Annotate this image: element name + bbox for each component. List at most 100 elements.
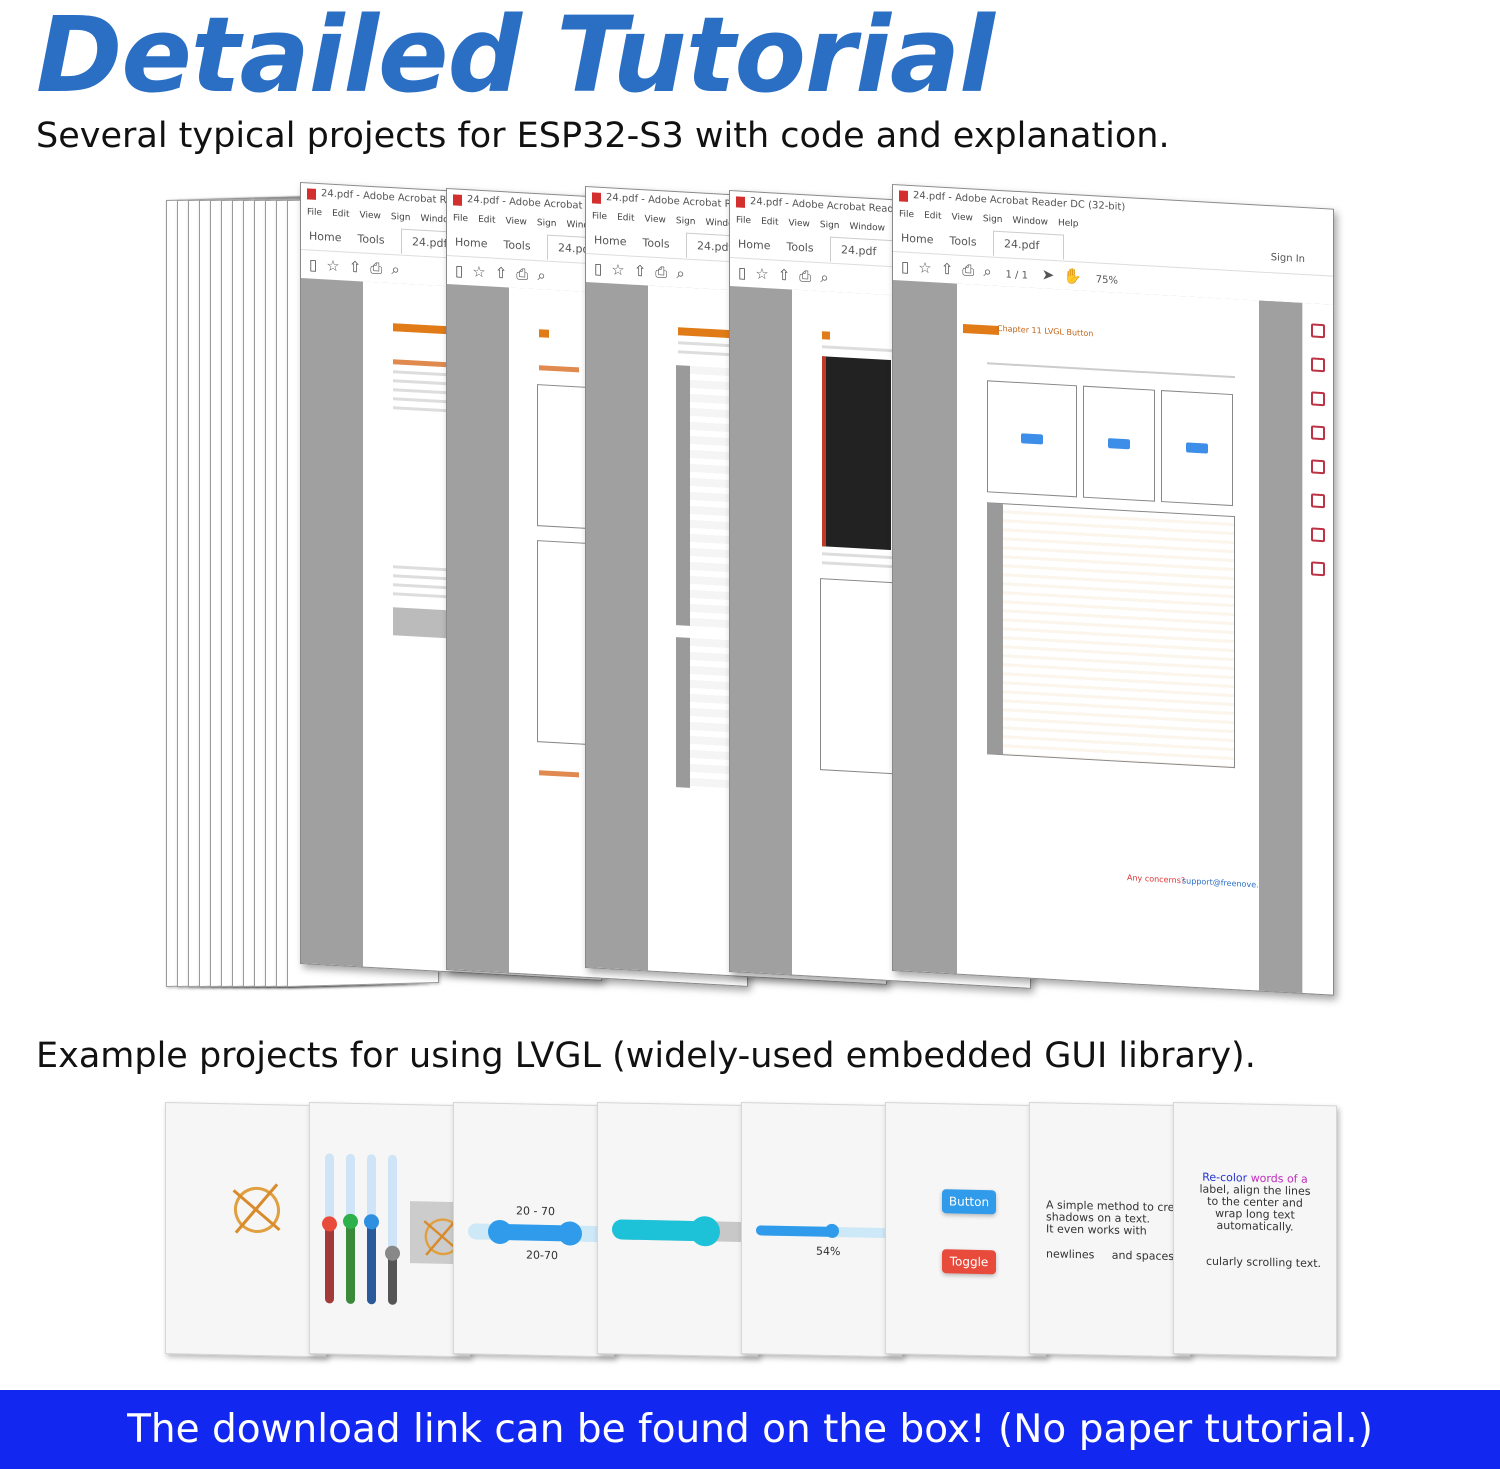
tab-home[interactable]: Home	[594, 233, 627, 249]
cursor-icon[interactable]: ➤	[1041, 265, 1055, 285]
search-icon[interactable]: ⌕	[983, 262, 992, 281]
lvgl-card-thick-slider	[597, 1102, 759, 1358]
range-knob-left[interactable]	[488, 1219, 512, 1245]
protect-icon[interactable]	[1311, 493, 1325, 509]
concerns-note: Any concerns?	[1127, 873, 1186, 886]
tab-home[interactable]: Home	[455, 235, 488, 251]
menu-sign[interactable]: Sign	[675, 216, 696, 228]
star-icon[interactable]: ☆	[611, 260, 625, 280]
organize-icon[interactable]	[1311, 459, 1325, 475]
star-icon[interactable]: ☆	[755, 264, 769, 284]
menu-view[interactable]: View	[505, 216, 527, 228]
lvgl-card-recolor-text: Re-color words of a label, align the lin…	[1173, 1102, 1337, 1358]
fill-sign-icon[interactable]	[1311, 527, 1325, 543]
hand-icon[interactable]: ✋	[1063, 266, 1082, 286]
menu-window[interactable]: Window	[1012, 215, 1049, 228]
star-icon[interactable]: ☆	[918, 258, 932, 278]
upload-icon[interactable]: ⇧	[494, 263, 508, 283]
zoom-level[interactable]: 75%	[1095, 274, 1119, 287]
vertical-slider-gray[interactable]	[385, 1154, 400, 1305]
upload-icon[interactable]: ⇧	[777, 265, 791, 285]
menu-edit[interactable]: Edit	[332, 208, 350, 220]
save-icon[interactable]: ▯	[901, 257, 910, 276]
zoom-icon[interactable]	[1311, 323, 1325, 339]
menu-sign[interactable]: Sign	[536, 218, 557, 230]
menu-edit[interactable]: Edit	[761, 216, 779, 228]
menu-file[interactable]: File	[453, 213, 469, 225]
print-icon[interactable]: ⎙	[655, 262, 668, 282]
lvgl-examples: 20 - 70 20-70 54% Button Toggle A simple…	[165, 1102, 1337, 1360]
example-preview	[1161, 390, 1233, 507]
percent-slider[interactable]	[756, 1223, 896, 1239]
menu-file[interactable]: File	[307, 207, 323, 219]
lvgl-button[interactable]: Button	[942, 1189, 996, 1215]
save-icon[interactable]: ▯	[309, 255, 318, 274]
pdf-window-stack: 24.pdf - Adobe Acrobat Reader DC (32-bit…	[160, 180, 1350, 1010]
tab-tools[interactable]: Tools	[642, 236, 670, 251]
vertical-slider-blue[interactable]	[364, 1154, 379, 1305]
lvgl-subtitle: Example projects for using LVGL (widely-…	[36, 1036, 1256, 1076]
range-slider[interactable]	[468, 1219, 608, 1246]
star-icon[interactable]: ☆	[472, 262, 486, 282]
menu-view[interactable]: View	[951, 212, 973, 224]
export-pdf-icon[interactable]	[1311, 357, 1325, 373]
menu-sign[interactable]: Sign	[819, 220, 840, 232]
menu-sign[interactable]: Sign	[982, 214, 1003, 226]
thick-slider[interactable]	[612, 1215, 752, 1247]
print-icon[interactable]: ⎙	[962, 260, 975, 280]
menu-file[interactable]: File	[899, 209, 915, 221]
page-margin	[1259, 300, 1303, 993]
search-icon[interactable]: ⌕	[676, 264, 685, 283]
comment-icon[interactable]	[1311, 425, 1325, 441]
tab-home[interactable]: Home	[738, 237, 771, 253]
more-tools-icon[interactable]	[1311, 561, 1325, 577]
save-icon[interactable]: ▯	[594, 259, 603, 278]
upload-icon[interactable]: ⇧	[633, 261, 647, 281]
vertical-slider-green[interactable]	[343, 1153, 358, 1304]
tab-tools[interactable]: Tools	[503, 238, 531, 253]
upload-icon[interactable]: ⇧	[348, 257, 362, 277]
search-icon[interactable]: ⌕	[391, 260, 400, 279]
menu-sign[interactable]: Sign	[390, 212, 411, 224]
tab-tools[interactable]: Tools	[949, 234, 977, 249]
menu-edit[interactable]: Edit	[924, 210, 942, 222]
tab-tools[interactable]: Tools	[786, 240, 814, 255]
menu-window[interactable]: Window	[849, 221, 886, 234]
menu-file[interactable]: File	[736, 215, 752, 227]
menu-help[interactable]: Help	[1058, 218, 1079, 230]
print-icon[interactable]: ⎙	[516, 264, 529, 284]
lvgl-logo-icon	[227, 1180, 287, 1240]
sign-in-link[interactable]: Sign In	[1270, 252, 1305, 266]
tab-file[interactable]: 24.pdf	[830, 236, 902, 266]
search-icon[interactable]: ⌕	[537, 266, 546, 285]
lvgl-card-buttons: Button Toggle	[885, 1102, 1047, 1358]
print-icon[interactable]: ⎙	[370, 258, 383, 278]
save-icon[interactable]: ▯	[455, 261, 464, 280]
range-knob-right[interactable]	[558, 1221, 582, 1246]
support-email[interactable]: support@freenove.com	[1182, 876, 1259, 891]
save-icon[interactable]: ▯	[738, 263, 747, 282]
pdf-window-front[interactable]: 24.pdf - Adobe Acrobat Reader DC (32-bit…	[892, 184, 1334, 996]
lvgl-toggle-button[interactable]: Toggle	[942, 1249, 996, 1275]
menu-view[interactable]: View	[788, 218, 810, 230]
tab-tools[interactable]: Tools	[357, 232, 385, 247]
page-indicator[interactable]: 1 / 1	[1005, 269, 1028, 282]
vertical-slider-red[interactable]	[322, 1153, 337, 1304]
code-block	[987, 502, 1235, 769]
menu-view[interactable]: View	[359, 210, 381, 222]
print-icon[interactable]: ⎙	[799, 266, 812, 286]
edit-pdf-icon[interactable]	[1311, 391, 1325, 407]
menu-edit[interactable]: Edit	[478, 214, 496, 226]
tab-home[interactable]: Home	[309, 229, 342, 245]
tab-file[interactable]: 24.pdf	[993, 230, 1065, 260]
thick-slider-knob[interactable]	[690, 1215, 720, 1247]
star-icon[interactable]: ☆	[326, 256, 340, 276]
menu-view[interactable]: View	[644, 214, 666, 226]
example-preview	[1083, 385, 1155, 502]
percent-slider-knob[interactable]	[824, 1223, 839, 1239]
menu-edit[interactable]: Edit	[617, 212, 635, 224]
upload-icon[interactable]: ⇧	[940, 259, 954, 279]
menu-file[interactable]: File	[592, 211, 608, 223]
search-icon[interactable]: ⌕	[820, 268, 829, 287]
tab-home[interactable]: Home	[901, 231, 934, 247]
